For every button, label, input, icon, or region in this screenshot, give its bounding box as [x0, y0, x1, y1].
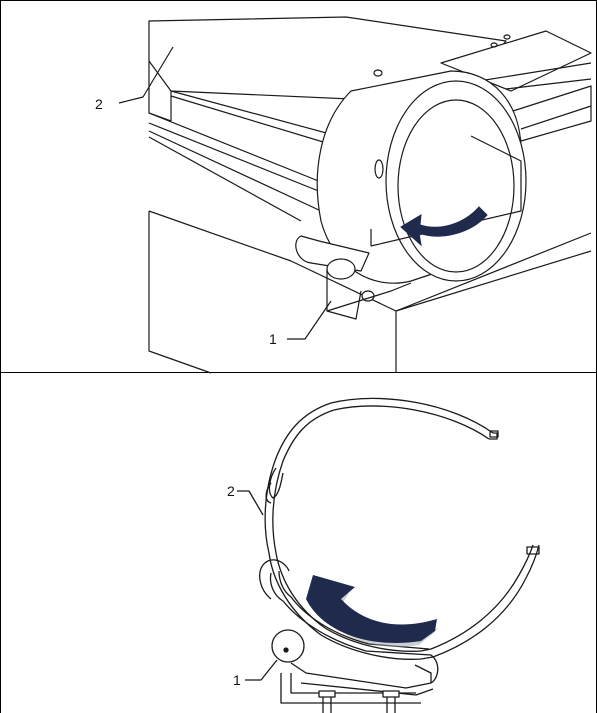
section-view-drawing	[237, 397, 540, 713]
rotation-arrow-section	[306, 575, 437, 644]
end-cap-face	[385, 80, 527, 282]
inner-tray	[269, 572, 439, 684]
section-view-panel: 2 1	[0, 373, 597, 713]
bottom-bracket	[290, 662, 432, 689]
mounting-plate	[280, 673, 421, 704]
top-view-drawing	[118, 16, 592, 374]
cover-arc-lower	[268, 544, 540, 660]
leader-2-top	[118, 46, 174, 104]
hinge-pin	[326, 258, 356, 280]
clip-detail	[265, 482, 272, 504]
callout-label: 2	[227, 483, 235, 499]
leader-1-top	[287, 300, 332, 340]
slot-plate-lower	[512, 85, 592, 142]
leader-2-section	[237, 490, 264, 516]
base-block	[148, 210, 592, 312]
callout-label: 2	[95, 96, 103, 112]
cover-arc-outer	[264, 397, 494, 554]
top-view-panel: 2 1	[0, 0, 597, 374]
rotation-arrow-top	[400, 206, 488, 247]
callout-label: 1	[269, 331, 277, 347]
leader-1-section	[245, 659, 278, 681]
hinge-ball	[271, 629, 305, 663]
callout-label: 1	[233, 672, 241, 688]
